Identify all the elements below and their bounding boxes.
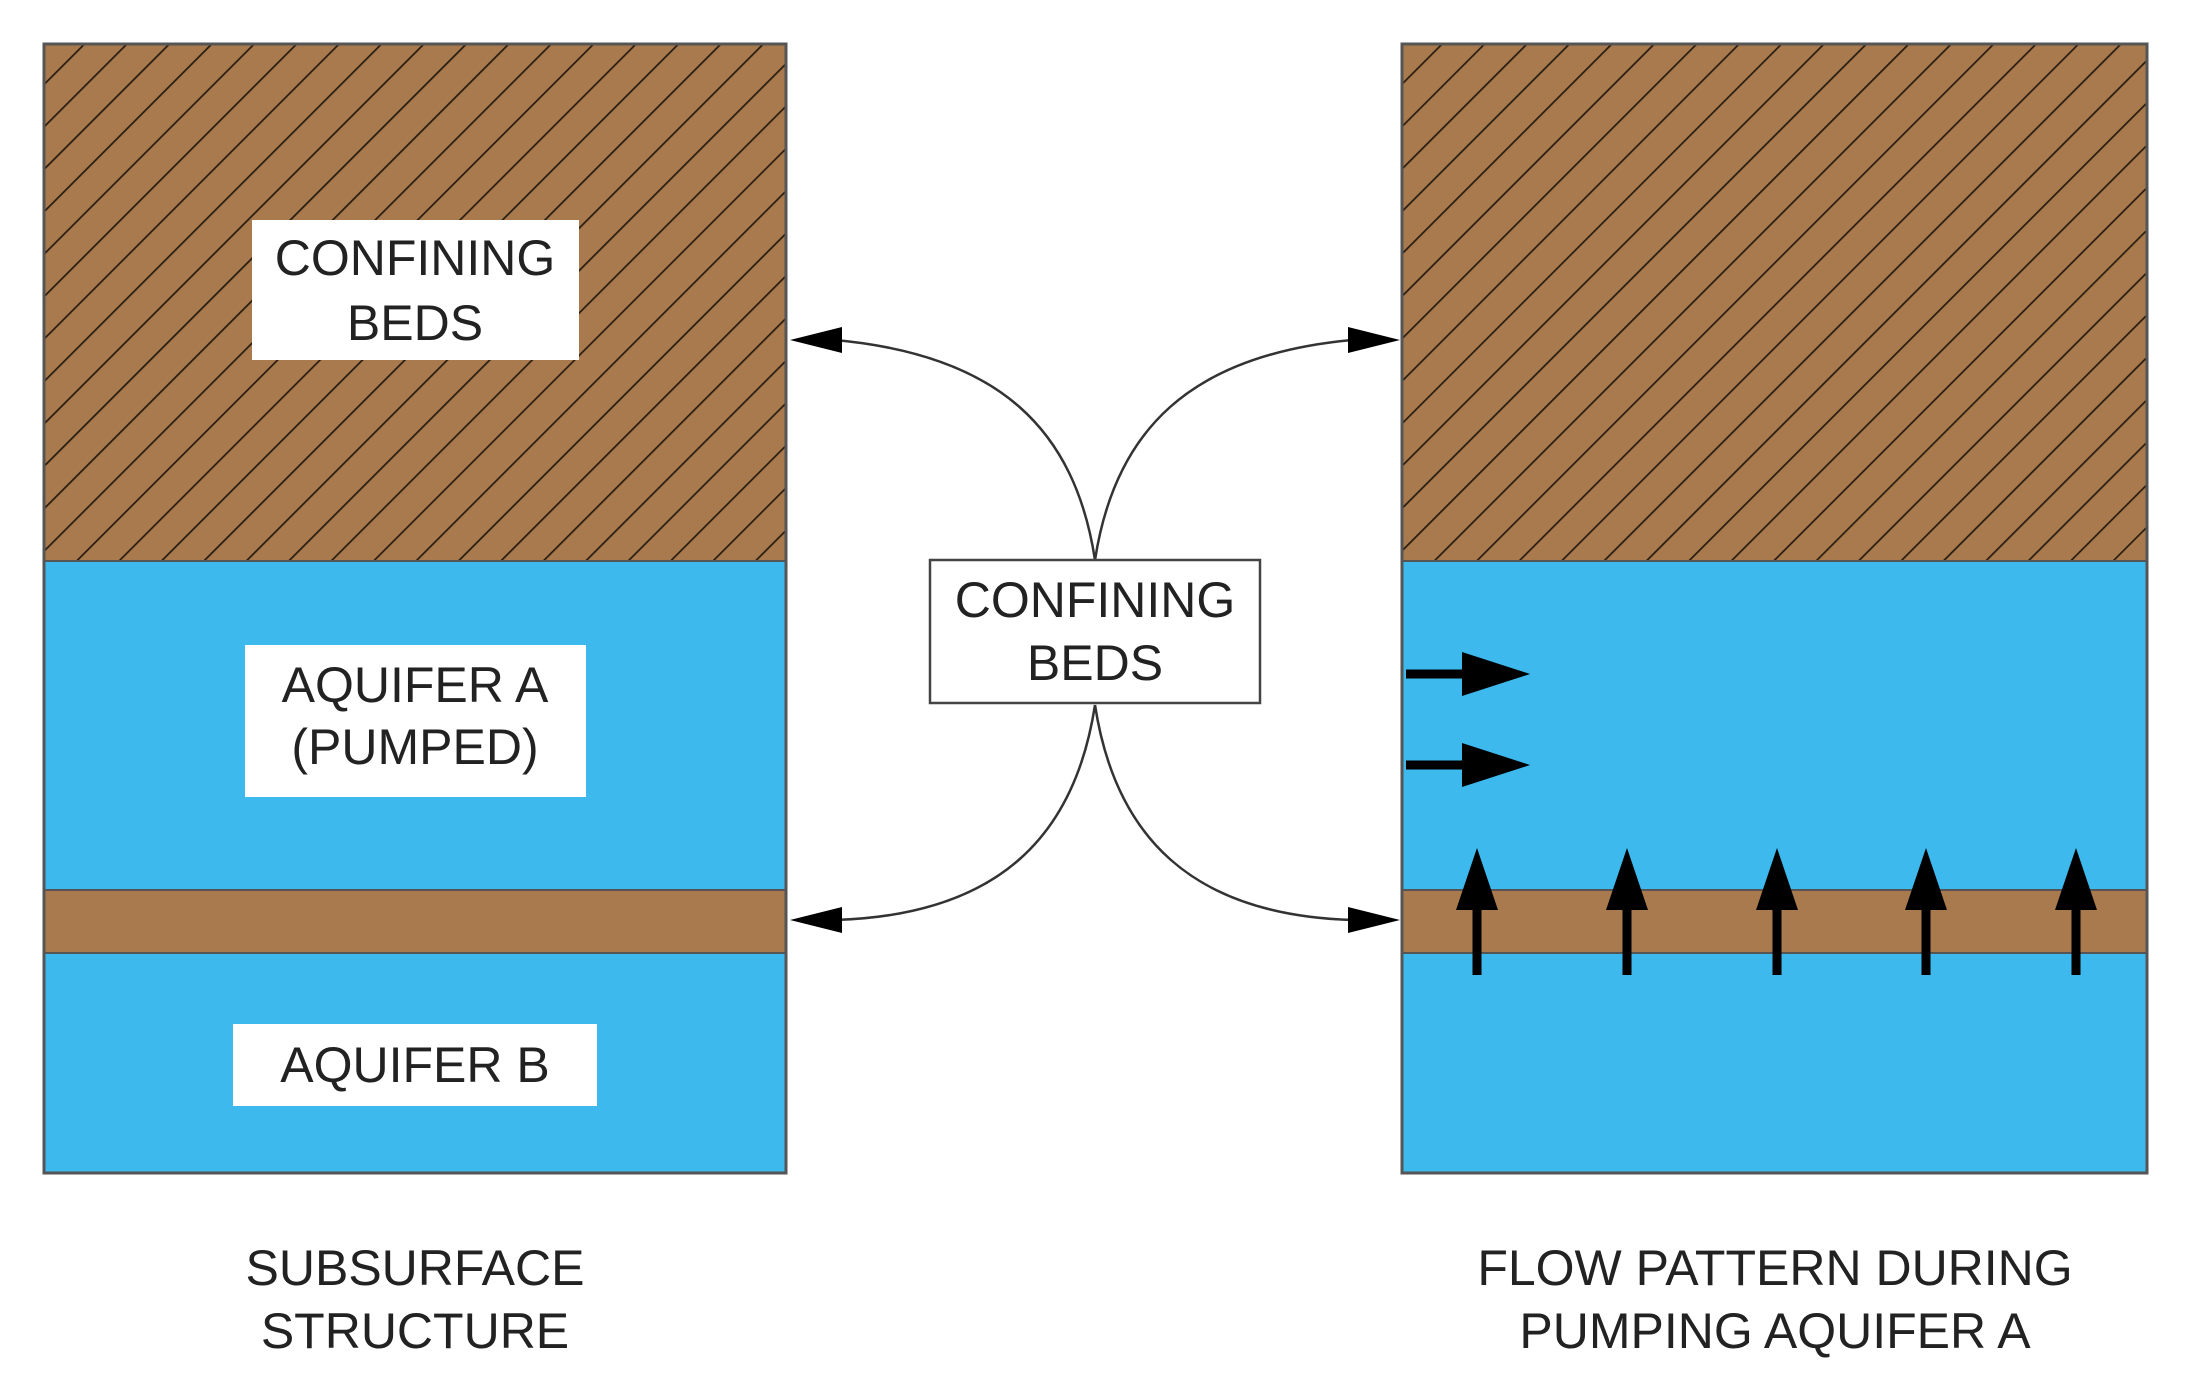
connector-curve: [834, 704, 1097, 922]
horizontal-flow-arrow: [1406, 652, 1530, 696]
upward-flow-arrow: [1456, 848, 1498, 975]
right-aquifer-a: [1402, 561, 2147, 890]
aquifer-a-label-line2: (PUMPED): [291, 719, 538, 775]
right-upper-confining-bed: [1402, 44, 2147, 561]
center-confining-label-box: CONFINING BEDS: [928, 558, 1262, 705]
arrowhead: [1348, 907, 1400, 933]
connector-curve: [834, 338, 1097, 561]
left-caption-line1: SUBSURFACE: [246, 1240, 585, 1296]
aquifer-b-label: AQUIFER B: [280, 1037, 549, 1093]
left-thin-confining-bed: [44, 890, 786, 953]
left-confining-label-box: CONFINING BEDS: [252, 220, 579, 360]
arrowhead: [1348, 327, 1400, 353]
center-confining-label-line1: CONFINING: [955, 572, 1236, 628]
connector-curve: [1093, 704, 1353, 922]
horizontal-flow-arrow: [1406, 743, 1530, 787]
right-panel: [1400, 42, 2149, 1175]
center-connectors: CONFINING BEDS: [790, 327, 1400, 933]
left-aquifer-a-label-box: AQUIFER A (PUMPED): [245, 645, 586, 797]
right-caption-line2: PUMPING AQUIFER A: [1519, 1303, 2031, 1359]
left-confining-label-line1: CONFINING: [275, 230, 556, 286]
upward-flow-arrow: [1756, 848, 1798, 975]
upward-flow-arrow: [1905, 848, 1947, 975]
right-aquifer-b: [1402, 953, 2147, 1173]
arrowhead: [790, 327, 842, 353]
upward-flow-arrow: [1606, 848, 1648, 975]
right-caption-line1: FLOW PATTERN DURING: [1477, 1240, 2072, 1296]
left-aquifer-b-label-box: AQUIFER B: [233, 1024, 597, 1106]
connector-curve: [1093, 338, 1353, 561]
left-caption-line2: STRUCTURE: [261, 1303, 569, 1359]
aquifer-a-label-line1: AQUIFER A: [282, 657, 549, 713]
left-panel: CONFINING BEDS AQUIFER A (PUMPED) AQUIFE…: [42, 42, 788, 1175]
upward-flow-arrow: [2055, 848, 2097, 975]
left-caption: SUBSURFACE STRUCTURE: [246, 1240, 585, 1359]
left-confining-label-line2: BEDS: [347, 295, 483, 351]
arrowhead: [790, 907, 842, 933]
center-confining-label-line2: BEDS: [1027, 635, 1163, 691]
right-caption: FLOW PATTERN DURING PUMPING AQUIFER A: [1477, 1240, 2072, 1359]
